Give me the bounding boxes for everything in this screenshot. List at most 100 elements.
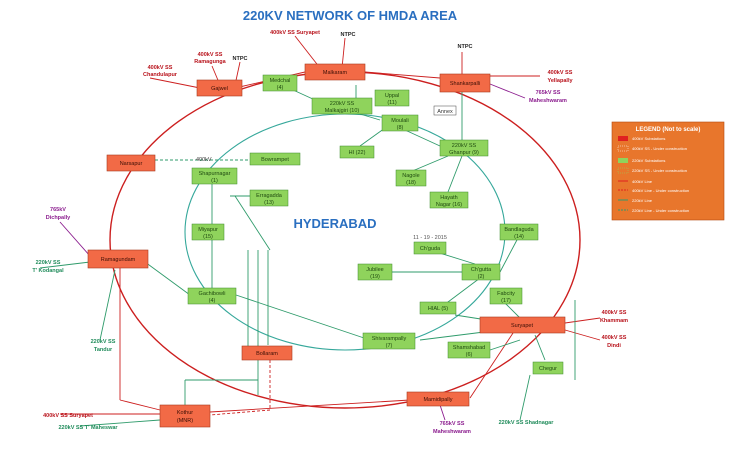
svg-text:Gajwel: Gajwel bbox=[211, 86, 228, 92]
ext-suryapet-top: 400kV SS Suryapet bbox=[270, 30, 320, 36]
svg-text:Ch'gutta: Ch'gutta bbox=[471, 267, 492, 273]
substation-shivarampally[interactable]: Shivarampally (7) bbox=[362, 332, 416, 350]
substation-erragadda[interactable]: Erragadda (13) bbox=[249, 189, 289, 207]
substation-medchal[interactable]: Medchal (4) bbox=[262, 74, 298, 92]
legend-item-1: 400kV SS - Under construction bbox=[632, 146, 687, 151]
diagram-title: 220KV NETWORK OF HMDA AREA bbox=[243, 8, 458, 23]
svg-text:HI (22): HI (22) bbox=[349, 150, 366, 156]
substation-narsapur[interactable]: Narsapur bbox=[106, 154, 156, 172]
substation-bandlaguda[interactable]: Bandlaguda (14) bbox=[499, 223, 539, 241]
legend-item-5: 400kV Line - Under construction bbox=[632, 188, 689, 193]
ext-kodangal-l1: 220kV SS bbox=[36, 260, 61, 266]
ext-maheshwaram-bot: 220kV SS T' Maheswar bbox=[58, 425, 118, 431]
ext-khammam-l1: 400kV SS bbox=[602, 310, 627, 316]
substation-gajwel[interactable]: Gajwel bbox=[196, 79, 243, 97]
svg-text:(18): (18) bbox=[406, 180, 416, 186]
ext-tandur-l2: Tandur bbox=[94, 347, 113, 353]
tag-date: 11 - 19 - 2015 bbox=[413, 235, 447, 241]
ext-yadagiri-l2: Yellapally bbox=[547, 78, 573, 84]
substation-malkaram[interactable]: Malkaram bbox=[304, 63, 366, 81]
svg-text:Bandlaguda: Bandlaguda bbox=[504, 227, 534, 233]
substation-jubilee[interactable]: Jubilee (19) bbox=[357, 263, 393, 281]
substation-moulali[interactable]: Moulali (8) bbox=[381, 114, 419, 132]
substation-kothur[interactable]: Kothur (MNR) bbox=[159, 404, 211, 428]
svg-text:(11): (11) bbox=[387, 100, 397, 106]
ext-chandrayan-l2: Chandulapur bbox=[143, 72, 178, 78]
substation-gachibowli[interactable]: Gachibowli (4) bbox=[187, 287, 237, 305]
ext-mahesh-bot-l1: 765kV SS bbox=[440, 421, 465, 427]
center-label: HYDERABAD bbox=[293, 216, 376, 231]
substation-nagole[interactable]: Nagole (18) bbox=[395, 169, 427, 187]
substation-miyapur[interactable]: Miyapur (15) bbox=[191, 223, 225, 241]
legend-item-7: 220kV Line - Under construction bbox=[632, 208, 689, 213]
substation-bollaram[interactable]: Bollaram bbox=[241, 345, 293, 361]
substation-bowrampet[interactable]: Bowrampet bbox=[249, 152, 301, 166]
svg-text:Nagar (16): Nagar (16) bbox=[436, 202, 462, 208]
substation-fabcity[interactable]: Fabcity (17) bbox=[489, 287, 523, 305]
substation-hayath[interactable]: Hayath Nagar (16) bbox=[429, 191, 469, 209]
svg-text:Mamidipally: Mamidipally bbox=[423, 397, 452, 403]
svg-text:Suryapet: Suryapet bbox=[511, 323, 533, 329]
svg-text:Hayath: Hayath bbox=[440, 195, 457, 201]
svg-text:Medchal: Medchal bbox=[270, 78, 291, 84]
substation-chegur[interactable]: Chegur bbox=[532, 361, 564, 375]
svg-text:(4): (4) bbox=[209, 298, 216, 304]
legend-title: LEGEND (Not to scale) bbox=[636, 127, 701, 133]
ext-kodangal-l2: T' Kodangal bbox=[32, 268, 64, 274]
svg-text:220kV SS: 220kV SS bbox=[330, 101, 355, 107]
substation-ramagundam[interactable]: Ramagundam bbox=[87, 249, 149, 269]
substation-shapurnagar[interactable]: Shapurnagar (1) bbox=[191, 167, 238, 185]
svg-text:Moulali: Moulali bbox=[391, 118, 408, 124]
svg-text:Malkaram: Malkaram bbox=[323, 70, 348, 76]
small-tags: 400kV Annex 11 - 19 - 2015 bbox=[196, 105, 457, 241]
substation-shamshabad[interactable]: Shamshabad (6) bbox=[447, 341, 491, 359]
substation-malkajgiri[interactable]: 220kV SS Malkajgiri (10) bbox=[311, 97, 373, 115]
legend-item-6: 220kV Line bbox=[632, 198, 653, 203]
legend-item-3: 220kV SS - Under construction bbox=[632, 168, 687, 173]
substation-suryapet[interactable]: Suryapet bbox=[479, 316, 566, 334]
ext-chandrayan-l1: 400kV SS bbox=[148, 65, 173, 71]
svg-text:Shapurnagar: Shapurnagar bbox=[199, 171, 231, 177]
external-labels: 400kV SS Suryapet NTPC NTPC NTPC 400kV S… bbox=[32, 30, 628, 435]
svg-text:Kothur: Kothur bbox=[177, 410, 193, 416]
svg-text:Erragadda: Erragadda bbox=[256, 193, 283, 199]
svg-text:Shankarpalli: Shankarpalli bbox=[450, 81, 480, 87]
tag-annex: Annex bbox=[437, 109, 453, 115]
substation-mamidipally[interactable]: Mamidipally bbox=[406, 391, 470, 407]
ext-ramagundam-l2: Ramagunga bbox=[194, 59, 226, 65]
svg-text:Ch'guda: Ch'guda bbox=[420, 246, 441, 252]
ext-ntpc-3: NTPC bbox=[458, 44, 473, 50]
svg-text:(7): (7) bbox=[386, 343, 393, 349]
ext-ntpc-1: NTPC bbox=[341, 32, 356, 38]
svg-text:(15): (15) bbox=[203, 234, 213, 240]
svg-text:Malkajgiri (10): Malkajgiri (10) bbox=[325, 108, 360, 114]
svg-text:Shamshabad: Shamshabad bbox=[453, 345, 485, 351]
substation-uppal[interactable]: Uppal (11) bbox=[374, 89, 410, 107]
substation-shankarpally-top[interactable]: Shankarpalli bbox=[439, 73, 491, 93]
svg-text:(2): (2) bbox=[478, 274, 485, 280]
svg-text:Chegur: Chegur bbox=[539, 366, 557, 372]
legend: LEGEND (Not to scale) 400kV Substations … bbox=[611, 121, 725, 221]
svg-text:(MNR): (MNR) bbox=[177, 418, 193, 424]
svg-text:HIAL (5): HIAL (5) bbox=[428, 306, 448, 312]
ext-tandur-l1: 220kV SS bbox=[91, 339, 116, 345]
ext-dindi-l1: 400kV SS bbox=[602, 335, 627, 341]
substation-chguda[interactable]: Ch'guda bbox=[413, 241, 447, 255]
substation-chgutta[interactable]: Ch'gutta (2) bbox=[461, 263, 501, 281]
substation-ghanpur-small[interactable]: 220kV SS Ghanpur (9) bbox=[439, 139, 489, 157]
svg-text:(6): (6) bbox=[466, 352, 473, 358]
substation-hial[interactable]: HIAL (5) bbox=[419, 301, 457, 315]
ext-yadagiri-l1: 400kV SS bbox=[548, 70, 573, 76]
ext-mahesh-right-l2: Maheshwaram bbox=[529, 98, 567, 104]
substations-400kv: Gajwel Malkaram Shankarpalli Narsapur Ra… bbox=[87, 63, 566, 428]
substation-hi[interactable]: HI (22) bbox=[339, 145, 375, 159]
svg-text:(19): (19) bbox=[370, 274, 380, 280]
tag-400kv: 400kV bbox=[196, 157, 212, 163]
ext-ramagundam-l1: 400kV SS bbox=[198, 52, 223, 58]
legend-item-0: 400kV Substations bbox=[632, 136, 665, 141]
svg-text:(14): (14) bbox=[514, 234, 524, 240]
svg-text:Miyapur: Miyapur bbox=[198, 227, 218, 233]
ext-dichpally-l2: Dichpally bbox=[46, 215, 71, 221]
ext-mahesh-right-l1: 765kV SS bbox=[536, 90, 561, 96]
